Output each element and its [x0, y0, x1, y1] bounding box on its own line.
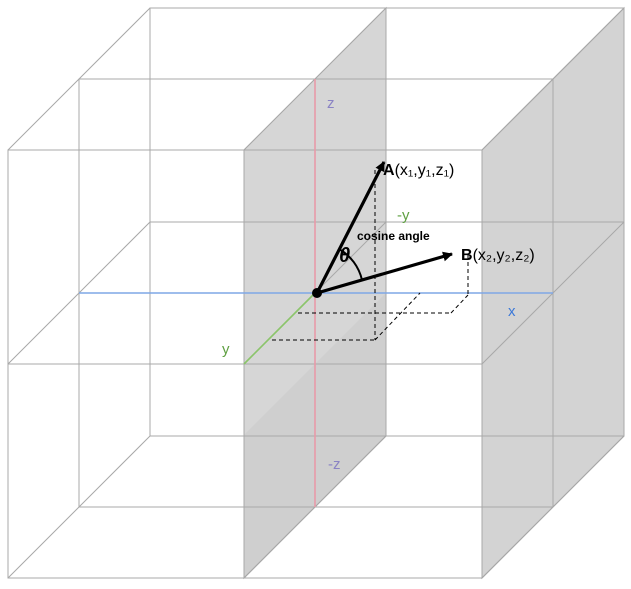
depth-edge-bl [7, 435, 151, 579]
vectors [312, 161, 453, 298]
depth-edge-br [481, 435, 625, 579]
angle-arc [338, 248, 363, 281]
vector-a-name: A [383, 162, 395, 179]
projection-lines [272, 170, 469, 341]
vector-b-label: B(x₂,y₂,z₂) [461, 247, 535, 264]
y-positive-label: y [222, 341, 230, 358]
theta-symbol: θ [339, 245, 350, 267]
labels: z -z x y -y A(x₁,y₁,z₁) B(x₂,y₂,z₂) cosi… [222, 95, 535, 473]
vector-b-name: B [461, 247, 473, 264]
origin-point [312, 288, 322, 298]
z-negative-label: -z [328, 456, 341, 473]
depth-edge-tl [7, 7, 151, 151]
y-axis-line [243, 292, 316, 365]
z-positive-label: z [327, 95, 335, 112]
b-depth-line [450, 294, 469, 314]
vector-b-arrow [316, 251, 453, 295]
vector-b-coords: (x₂,y₂,z₂) [473, 247, 535, 264]
depth-edge-tr [481, 7, 625, 151]
x-positive-label: x [508, 303, 516, 320]
vector-a-label: A(x₁,y₁,z₁) [383, 162, 454, 179]
vector-a-coords: (x₁,y₁,z₁) [395, 162, 455, 179]
cosine-angle-caption: cosine angle [357, 229, 430, 243]
y-negative-label: -y [397, 207, 410, 224]
vector-a-arrow [315, 161, 386, 294]
a-depth-line [374, 292, 421, 341]
